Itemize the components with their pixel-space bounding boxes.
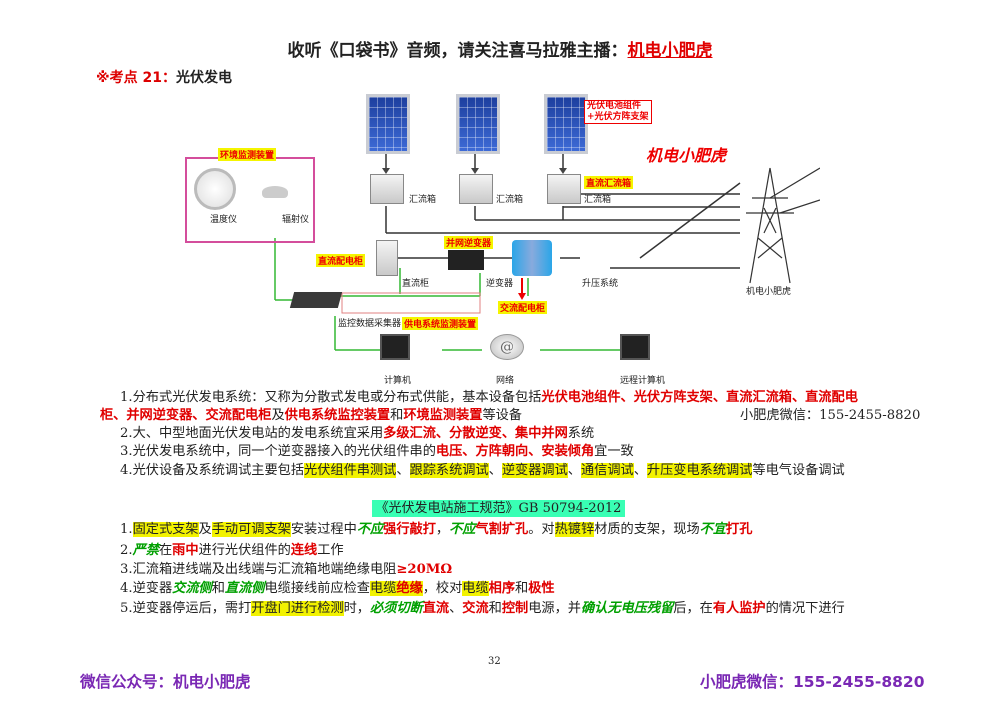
data-collector xyxy=(289,292,343,308)
combiner-label-1: 汇流箱 xyxy=(409,195,437,205)
combiner-box-1 xyxy=(370,174,404,204)
collector-label: 监控数据采集器 xyxy=(338,319,402,329)
dc-combiner-sublabel: 汇流箱 xyxy=(584,195,612,205)
dc-cabinet xyxy=(376,240,398,276)
rule-4: 4.逆变器交流侧和直流侧电缆接线前应检查电缆绝缘，校对电缆相序和极性 xyxy=(120,581,555,596)
brand-watermark: 机电小肥虎 xyxy=(646,146,727,165)
paragraph-3: 3.光伏发电系统中，同一个逆变器接入的光伏组件串的电压、方阵朝向、安装倾角宜一致 xyxy=(120,444,634,459)
rule-3: 3.汇流箱进线端及出线端与汇流箱地端绝缘电阻≥20MΩ xyxy=(120,562,453,577)
inverter-label: 并网逆变器 xyxy=(444,236,494,249)
inverter-text: 逆变器 xyxy=(486,279,514,289)
solar-panel-2 xyxy=(456,94,500,154)
solar-panel-3 xyxy=(544,94,588,154)
inverter-unit xyxy=(448,250,484,270)
env-monitor-title: 环境监测装置 xyxy=(218,148,277,161)
kaodian-heading: ※考点 21：光伏发电 xyxy=(96,70,232,86)
footer-wechat-contact: 小肥虎微信：155-2455-8820 xyxy=(700,673,925,691)
dc-cabinet-label: 直流配电柜 xyxy=(316,254,366,267)
transformer xyxy=(512,240,552,276)
remote-computer-icon xyxy=(620,334,650,360)
rule-1: 1.固定式支架及手动可调支架安装过程中不应强行敲打，不应气割扩孔。对热镀锌材质的… xyxy=(120,522,753,537)
dc-combiner-label: 直流汇流箱 xyxy=(584,176,634,189)
paragraph-1-line-2: 柜、并网逆变器、交流配电柜及供电系统监控装置和环境监测装置等设备 xyxy=(100,408,522,423)
computer-icon xyxy=(380,334,410,360)
anchor-name: 机电小肥虎 xyxy=(627,41,713,61)
boost-label: 升压系统 xyxy=(582,279,619,289)
pv-module-label: 光伏电池组件+光伏方阵支架 xyxy=(584,100,652,124)
tower-label: 机电小肥虎 xyxy=(746,287,792,297)
combiner-box-3 xyxy=(547,174,581,204)
radiometer-icon xyxy=(262,186,288,198)
footer-wechat-account: 微信公众号：机电小肥虎 xyxy=(80,673,251,691)
computer-label: 计算机 xyxy=(384,376,412,386)
monitor-device-label: 供电系统监测装置 xyxy=(402,317,479,330)
combiner-label-2: 汇流箱 xyxy=(496,195,524,205)
paragraph-2: 2.大、中型地面光伏发电站的发电系统宜采用多级汇流、分散逆变、集中并网系统 xyxy=(120,426,595,441)
pv-system-diagram: 光伏电池组件+光伏方阵支架 汇流箱 汇流箱 直流汇流箱 汇流箱 机电小肥虎 环境… xyxy=(180,88,820,388)
remote-computer-label: 远程计算机 xyxy=(620,376,666,386)
solar-panel-1 xyxy=(366,94,410,154)
thermometer-label: 温度仪 xyxy=(210,215,238,225)
network-label: 网络 xyxy=(496,376,515,386)
page-title: 收听《口袋书》音频，请关注喜马拉雅主播：机电小肥虎 xyxy=(287,41,713,61)
page-number: 32 xyxy=(488,656,501,667)
network-icon: @ xyxy=(490,334,524,360)
rule-5: 5.逆变器停运后，需打开盘门进行检测时，必须切断直流、交流和控制电源，并确认无电… xyxy=(120,601,845,616)
paragraph-1-line-1: 1.分布式光伏发电系统：又称为分散式发电或分布式供能，基本设备包括光伏电池组件、… xyxy=(120,390,858,405)
thermometer-icon xyxy=(194,168,236,210)
paragraph-4: 4.光伏设备及系统调试主要包括光伏组件串测试、跟踪系统调试、逆变器调试、通信调试… xyxy=(120,463,845,478)
rule-2: 2.严禁在雨中进行光伏组件的连线工作 xyxy=(120,543,344,558)
combiner-box-2 xyxy=(459,174,493,204)
radiometer-label: 辐射仪 xyxy=(282,215,310,225)
ac-cabinet-label: 交流配电柜 xyxy=(498,301,548,314)
standard-title: 《光伏发电站施工规范》GB 50794-2012 xyxy=(372,500,625,517)
dc-cabinet-text: 直流柜 xyxy=(402,279,430,289)
contact-inline: 小肥虎微信：155-2455-8820 xyxy=(740,408,921,423)
